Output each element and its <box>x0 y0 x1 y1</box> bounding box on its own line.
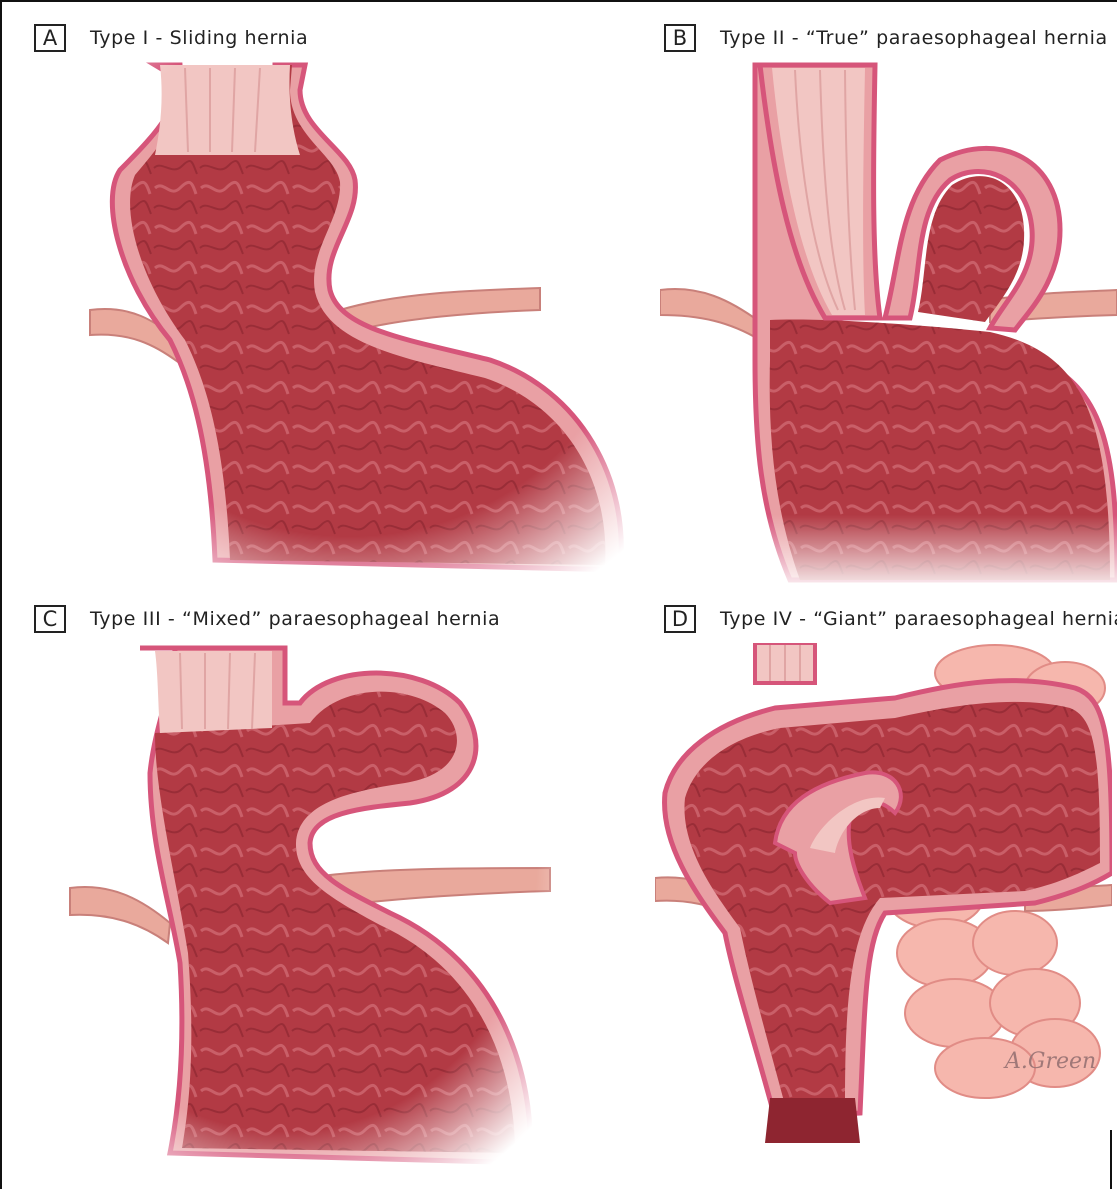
panel-b: B Type II - “True” paraesophageal hernia <box>560 0 1117 595</box>
panel-b-title: Type II - “True” paraesophageal hernia <box>720 27 1108 49</box>
panel-a: A Type I - Sliding hernia <box>0 0 560 595</box>
panel-c-letter: C <box>34 605 66 633</box>
panel-d-header: D Type IV - “Giant” paraesophageal herni… <box>664 605 1117 633</box>
panel-c-header: C Type III - “Mixed” paraesophageal hern… <box>34 605 500 633</box>
artist-signature: A.Green <box>1003 1049 1096 1074</box>
panel-d-letter: D <box>664 605 696 633</box>
sliding-hernia-illustration <box>60 60 640 595</box>
panel-b-header: B Type II - “True” paraesophageal hernia <box>664 24 1108 52</box>
giant-paraesophageal-illustration: A.Green <box>655 643 1112 1143</box>
panel-a-letter: A <box>34 24 66 52</box>
panel-c: C Type III - “Mixed” paraesophageal hern… <box>0 595 560 1189</box>
panel-d-title: Type IV - “Giant” paraesophageal hernia <box>720 608 1117 630</box>
mixed-paraesophageal-illustration <box>60 643 560 1183</box>
panel-c-title: Type III - “Mixed” paraesophageal hernia <box>90 608 500 630</box>
panel-a-title: Type I - Sliding hernia <box>90 27 308 49</box>
true-paraesophageal-illustration <box>660 60 1117 595</box>
panel-a-header: A Type I - Sliding hernia <box>34 24 308 52</box>
panel-d: D Type IV - “Giant” paraesophageal herni… <box>560 595 1117 1189</box>
panel-b-letter: B <box>664 24 696 52</box>
